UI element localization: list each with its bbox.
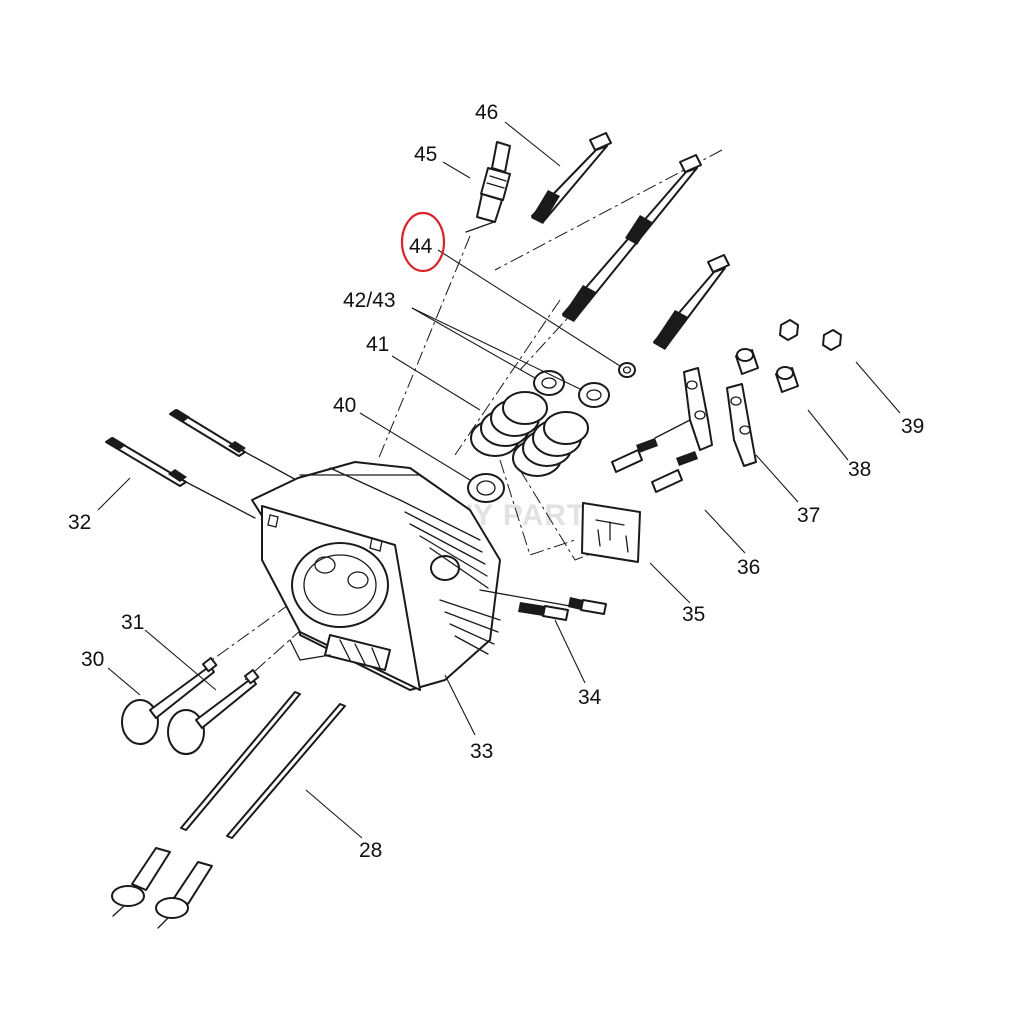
callout-labels: 46 45 44 42/43 41 40 32 31 30 33 34 35 3… — [68, 101, 924, 862]
callout-31: 31 — [121, 611, 144, 634]
spark-plug-part-45 — [465, 141, 511, 233]
callout-39: 39 — [901, 415, 924, 438]
callout-42-43: 42/43 — [343, 289, 396, 312]
spring-retainer-part-42-43 — [533, 370, 610, 408]
head-bolt-part-46 — [531, 132, 730, 350]
callout-38: 38 — [848, 458, 871, 481]
lock-nut-part-39 — [779, 319, 842, 351]
callout-37: 37 — [797, 504, 820, 527]
callout-45: 45 — [414, 143, 437, 166]
callout-41: 41 — [366, 333, 389, 356]
callout-35: 35 — [682, 603, 705, 626]
valve-seal-part-44 — [618, 362, 636, 378]
callout-34: 34 — [578, 686, 602, 709]
leader-lines — [97, 121, 901, 839]
valve-part-30-31 — [121, 656, 260, 755]
callout-46: 46 — [475, 101, 498, 124]
callout-40: 40 — [333, 394, 356, 417]
callout-33: 33 — [470, 740, 493, 763]
cylinder-head-part-33 — [251, 461, 501, 691]
dowel-part-34 — [479, 589, 607, 621]
highlight-ring — [400, 211, 446, 273]
callout-30: 30 — [81, 648, 104, 671]
callout-28: 28 — [359, 839, 382, 862]
guide-plate-part-35 — [581, 502, 641, 563]
pivot-stud-part-36 — [611, 419, 698, 493]
push-rod-part-28 — [111, 691, 346, 929]
callout-36: 36 — [737, 556, 760, 579]
callout-32: 32 — [68, 511, 91, 534]
stem-seal-part-40 — [467, 473, 505, 503]
pivot-ball-part-38 — [735, 348, 799, 393]
rocker-arm-part-37 — [683, 367, 757, 467]
stud-part-32 — [105, 409, 301, 519]
callout-44: 44 — [409, 235, 433, 258]
valve-spring-part-41 — [470, 391, 589, 477]
